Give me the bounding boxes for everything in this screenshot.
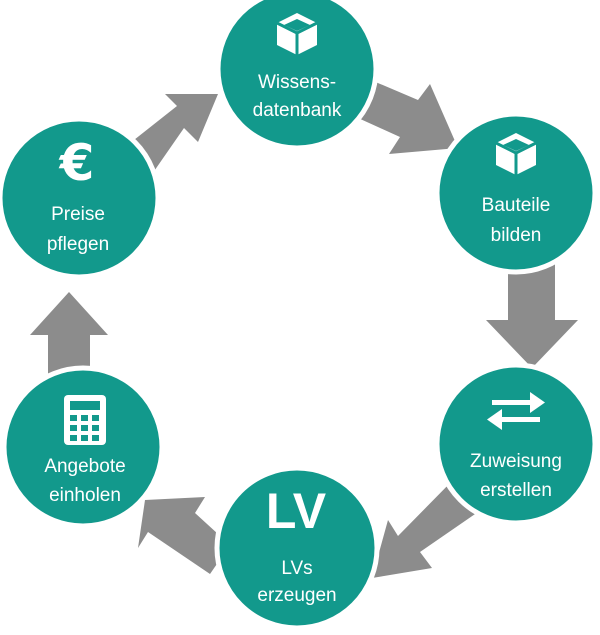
lv-text-icon: LV [266, 483, 327, 539]
euro-icon: € [59, 134, 95, 192]
node-preise: € Preise pflegen [0, 116, 161, 280]
node-zuweisung: Zuweisung erstellen [434, 362, 598, 526]
node-label-line1: Zuweisung [470, 451, 562, 472]
node-lvs: LV LVs erzeugen [214, 465, 380, 631]
node-label-line1: Wissens- [258, 72, 336, 93]
arrow-lvs-to-angebote [138, 497, 230, 574]
node-label-line2: einholen [49, 485, 121, 506]
node-label-line2: datenbank [253, 100, 342, 121]
swap-arrows-icon [487, 392, 545, 430]
node-label-line1: Angebote [44, 456, 125, 477]
node-label-line2: erstellen [480, 480, 552, 501]
node-label-line1: LVs [281, 558, 312, 579]
node-angebote: Angebote einholen [1, 365, 165, 529]
calculator-icon [64, 395, 106, 445]
node-label-line2: bilden [491, 225, 542, 246]
cube-icon [495, 133, 537, 175]
cube-icon [276, 13, 318, 55]
node-bauteile: Bauteile bilden [434, 111, 598, 275]
arrow-zuweisung-to-lvs [372, 478, 478, 578]
node-label-line2: pflegen [47, 234, 109, 255]
cycle-arrows [30, 72, 578, 578]
node-label-line1: Bauteile [482, 195, 551, 216]
node-label-line2: erzeugen [257, 585, 336, 606]
node-wissensdatenbank: Wissens- datenbank [215, 0, 379, 151]
node-label-line1: Preise [51, 204, 105, 225]
